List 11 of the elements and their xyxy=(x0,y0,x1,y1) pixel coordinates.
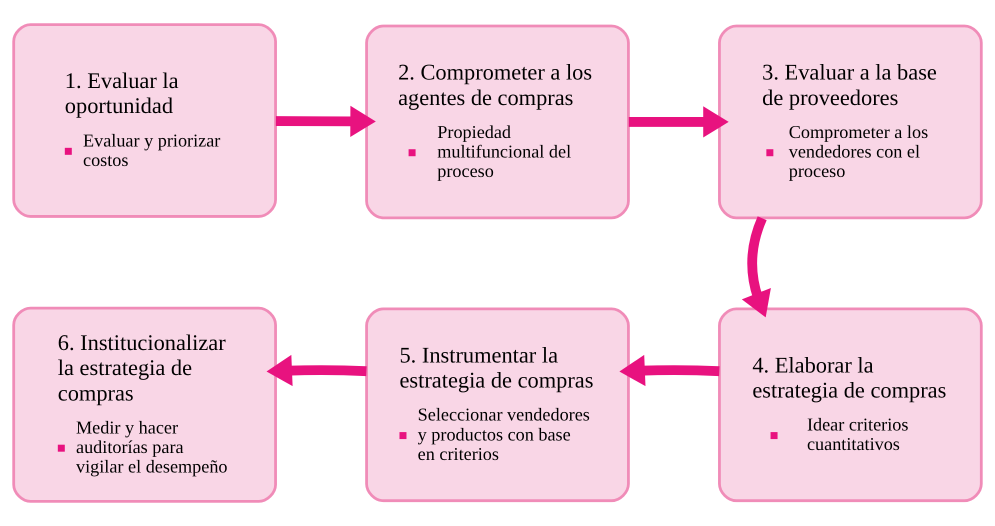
node-box: 4. Elaborar la estrategia de compras Idear criterios cuantitativos xyxy=(718,307,983,502)
node-box: 1. Evaluar la oportunidad Evaluar y priorizar costos xyxy=(12,23,277,218)
node-box: 3. Evaluar a la base de proveedores Comprometer a los vendedores con el proceso xyxy=(718,24,983,220)
arrow xyxy=(628,106,729,138)
arrow xyxy=(276,106,376,137)
arrow xyxy=(619,354,720,386)
arrow xyxy=(742,216,771,318)
node-box: 5. Instrumentar la estrategia de compras Seleccionar vendedores y productos con base en criterios xyxy=(365,307,630,502)
arrow xyxy=(266,354,367,386)
node-box: 6. Institucionalizar la estrategia de compras Medir y hacer auditorías para vigilar el desempeño xyxy=(12,306,277,503)
node-box: 2. Comprometer a los agentes de compras Propiedad multifuncional del proceso xyxy=(365,24,630,220)
